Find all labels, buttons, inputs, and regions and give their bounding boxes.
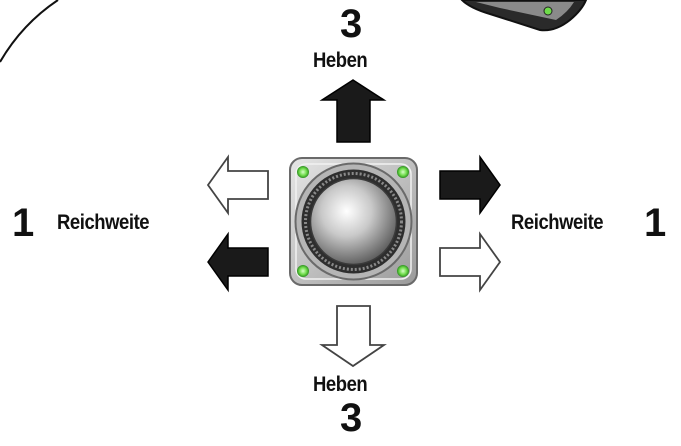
remote-device-icon: [460, 0, 588, 32]
led-indicator: [397, 166, 409, 178]
arrow-left-filled-icon: [207, 231, 269, 293]
top-number-label: 3: [340, 2, 362, 46]
led-indicator: [297, 166, 309, 178]
bottom-word-label: Heben: [313, 373, 368, 396]
right-word-label: Reichweite: [511, 211, 604, 234]
joystick-knob-icon: [289, 157, 418, 286]
bottom-number-label: 3: [340, 396, 362, 440]
right-number-label: 1: [644, 201, 666, 245]
left-number-label: 1: [12, 201, 34, 245]
arrow-up-filled-icon: [319, 79, 387, 143]
arrow-right-filled-icon: [439, 154, 501, 216]
left-word-label: Reichweite: [57, 211, 150, 234]
led-indicator: [297, 265, 309, 277]
led-indicator: [397, 265, 409, 277]
arrow-left-outline-icon: [206, 154, 269, 216]
arrow-right-outline-icon: [439, 231, 502, 293]
background-arc: [0, 0, 59, 63]
arrow-down-outline-icon: [319, 305, 387, 368]
top-word-label: Heben: [313, 49, 368, 72]
